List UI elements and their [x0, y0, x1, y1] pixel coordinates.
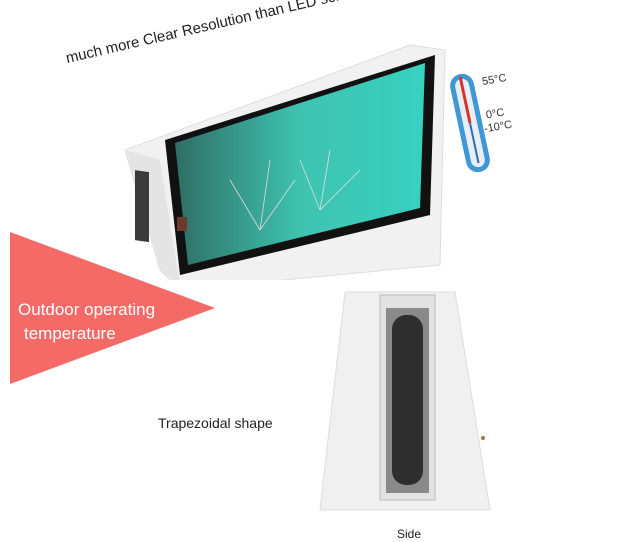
temp-high-label: 55°C	[481, 71, 508, 89]
callout-text: Outdoor operating temperature	[18, 298, 155, 346]
callout-line1: Outdoor operating	[18, 300, 156, 319]
side-view-image	[319, 291, 491, 511]
callout-line2: temperature	[24, 324, 116, 343]
stretched-display-image	[124, 44, 446, 280]
trapezoid-label: Trapezoidal shape	[158, 415, 273, 431]
thermometer-graphic: 55°C 0°C -10°C	[450, 68, 513, 183]
side-label: Side	[397, 527, 422, 541]
callout-triangle	[10, 232, 215, 384]
thermometer-icon	[450, 73, 490, 173]
